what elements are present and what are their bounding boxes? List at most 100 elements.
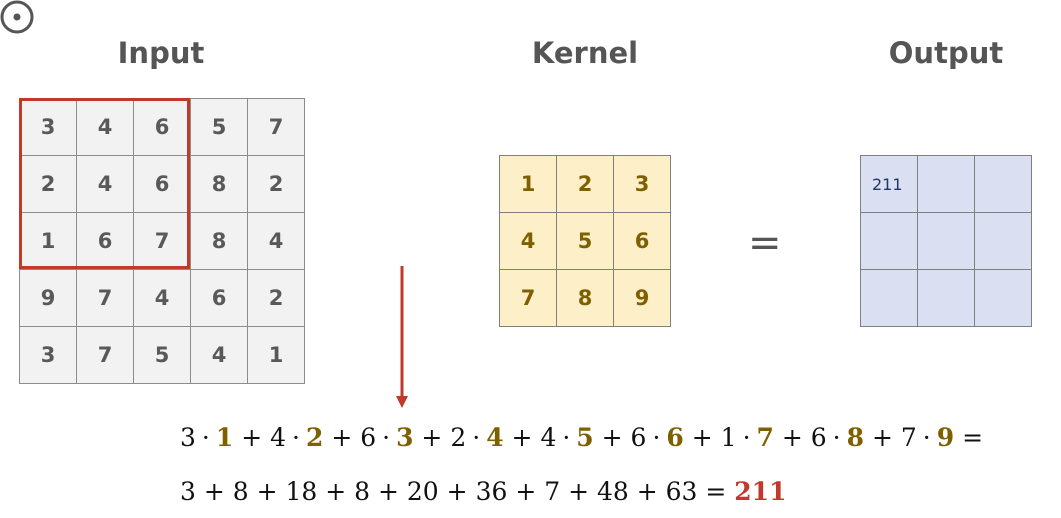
output-cell bbox=[918, 213, 975, 270]
output-cell bbox=[918, 270, 975, 327]
plus-sign: + bbox=[507, 477, 545, 506]
kernel-value: 6 bbox=[666, 423, 684, 452]
input-value: 6 bbox=[630, 423, 647, 452]
plus-sign: + bbox=[560, 477, 597, 506]
input-title: Input bbox=[117, 36, 205, 70]
output-cell bbox=[975, 270, 1032, 327]
kernel-value: 9 bbox=[936, 423, 955, 452]
kernel-cell: 4 bbox=[500, 213, 557, 270]
kernel-cell: 9 bbox=[614, 270, 671, 327]
plus-sign: + bbox=[317, 477, 355, 506]
plus-sign: + bbox=[628, 477, 666, 506]
kernel-cell: 5 bbox=[557, 213, 614, 270]
product-value: 18 bbox=[285, 477, 318, 506]
product-value: 36 bbox=[475, 477, 508, 506]
input-cell: 6 bbox=[134, 156, 191, 213]
multiply-dot: · bbox=[201, 423, 210, 452]
input-cell: 3 bbox=[20, 99, 77, 156]
product-value: 20 bbox=[406, 477, 439, 506]
input-cell: 2 bbox=[248, 156, 305, 213]
output-cell bbox=[861, 270, 918, 327]
kernel-value: 1 bbox=[215, 423, 234, 452]
input-cell: 1 bbox=[248, 327, 305, 384]
equals-sign: = bbox=[954, 423, 984, 452]
input-cell: 7 bbox=[248, 99, 305, 156]
input-cell: 6 bbox=[134, 99, 191, 156]
kernel-value: 3 bbox=[396, 423, 414, 452]
input-cell: 7 bbox=[77, 270, 134, 327]
multiply-dot: · bbox=[652, 423, 661, 452]
output-cell bbox=[861, 213, 918, 270]
kernel-cell: 6 bbox=[614, 213, 671, 270]
input-cell: 4 bbox=[248, 213, 305, 270]
equation-sums: 3 + 8 + 18 + 8 + 20 + 36 + 7 + 48 + 63 =… bbox=[180, 477, 786, 506]
kernel-cell: 7 bbox=[500, 270, 557, 327]
kernel-cell: 1 bbox=[500, 156, 557, 213]
input-value: 6 bbox=[360, 423, 377, 452]
plus-sign: + bbox=[413, 423, 451, 452]
equals-operator: = bbox=[748, 220, 782, 266]
input-cell: 3 bbox=[20, 327, 77, 384]
input-cell: 5 bbox=[134, 327, 191, 384]
product-value: 3 bbox=[180, 477, 196, 506]
plus-sign: + bbox=[593, 423, 631, 452]
kernel-value: 4 bbox=[486, 423, 504, 452]
input-value: 1 bbox=[720, 423, 737, 452]
input-cell: 6 bbox=[77, 213, 134, 270]
kernel-value: 2 bbox=[305, 423, 324, 452]
plus-sign: + bbox=[773, 423, 811, 452]
kernel-cell: 3 bbox=[614, 156, 671, 213]
result-value: 211 bbox=[734, 477, 787, 506]
equation-products: 3·1 + 4·2 + 6·3 + 2·4 + 4·5 + 6·6 + 1·7 … bbox=[180, 423, 983, 452]
input-value: 3 bbox=[180, 423, 196, 452]
kernel-value: 8 bbox=[846, 423, 865, 452]
output-matrix: 211 bbox=[860, 155, 1032, 327]
kernel-cell: 2 bbox=[557, 156, 614, 213]
input-cell: 6 bbox=[191, 270, 248, 327]
plus-sign: + bbox=[195, 477, 233, 506]
input-cell: 8 bbox=[191, 156, 248, 213]
input-cell: 4 bbox=[77, 99, 134, 156]
input-cell: 8 bbox=[191, 213, 248, 270]
plus-sign: + bbox=[864, 423, 901, 452]
input-value: 6 bbox=[810, 423, 827, 452]
input-cell: 4 bbox=[134, 270, 191, 327]
output-cell: 211 bbox=[861, 156, 918, 213]
input-value: 7 bbox=[900, 423, 917, 452]
multiply-dot: · bbox=[292, 423, 300, 452]
product-value: 8 bbox=[354, 477, 371, 506]
multiply-dot: · bbox=[472, 423, 481, 452]
plus-sign: + bbox=[683, 423, 721, 452]
output-title: Output bbox=[888, 36, 1004, 70]
plus-sign: + bbox=[503, 423, 541, 452]
plus-sign: + bbox=[370, 477, 407, 506]
product-value: 63 bbox=[665, 477, 698, 506]
output-cell bbox=[918, 156, 975, 213]
plus-sign: + bbox=[233, 423, 271, 452]
input-cell: 2 bbox=[20, 156, 77, 213]
kernel-title: Kernel bbox=[531, 36, 639, 70]
hadamard-operator-icon bbox=[0, 0, 34, 34]
input-cell: 4 bbox=[77, 156, 134, 213]
input-cell: 1 bbox=[20, 213, 77, 270]
input-value: 4 bbox=[270, 423, 287, 452]
plus-sign: + bbox=[248, 477, 286, 506]
input-cell: 7 bbox=[134, 213, 191, 270]
multiply-dot: · bbox=[562, 423, 571, 452]
product-value: 8 bbox=[232, 477, 249, 506]
output-cell bbox=[975, 213, 1032, 270]
input-value: 2 bbox=[450, 423, 467, 452]
multiply-dot: · bbox=[832, 423, 841, 452]
plus-sign: + bbox=[438, 477, 476, 506]
kernel-value: 5 bbox=[576, 423, 594, 452]
input-cell: 2 bbox=[248, 270, 305, 327]
input-cell: 9 bbox=[20, 270, 77, 327]
output-cell bbox=[975, 156, 1032, 213]
input-value: 4 bbox=[540, 423, 557, 452]
kernel-cell: 8 bbox=[557, 270, 614, 327]
input-cell: 4 bbox=[191, 327, 248, 384]
input-cell: 5 bbox=[191, 99, 248, 156]
kernel-value: 7 bbox=[756, 423, 774, 452]
